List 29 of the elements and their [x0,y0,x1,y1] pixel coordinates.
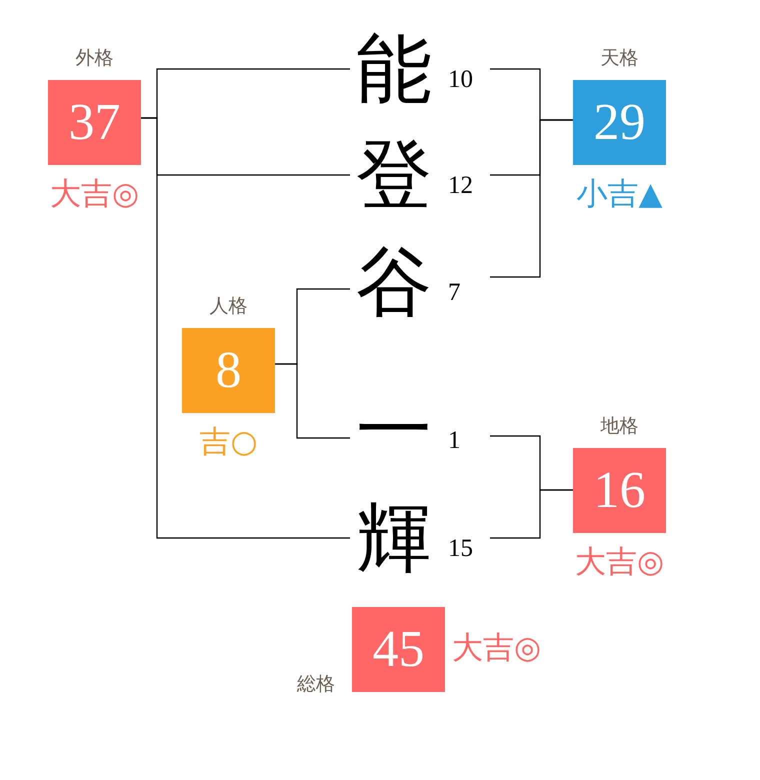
score-number: 16 [594,464,646,516]
score-number: 29 [594,96,646,148]
stroke-count: 7 [448,280,460,305]
connector-line [490,489,573,539]
connector-line [490,119,573,278]
stroke-count: 12 [448,173,473,198]
connector-line [275,363,350,439]
fortune-result: 大吉◎ [452,633,542,664]
category-label: 外格 [76,49,114,68]
score-number: 8 [216,344,242,396]
name-character: 能 [356,29,432,109]
fortune-result: 吉○ [199,427,258,458]
name-character: 輝 [356,498,432,578]
score-number: 37 [68,96,120,148]
name-character: 一 [356,390,432,470]
category-label: 天格 [600,49,638,68]
stroke-count: 15 [448,536,473,561]
category-label: 人格 [210,297,248,316]
stroke-count: 1 [448,428,460,453]
name-character: 谷 [356,242,432,322]
fortune-result: 大吉◎ [574,547,664,578]
fortune-result: 小吉▲ [576,179,662,210]
fortune-result: 大吉◎ [50,179,140,210]
stroke-count: 10 [448,67,473,92]
name-character: 登 [356,135,432,215]
category-label: 総格 [297,675,335,694]
connector-line [141,117,350,539]
score-number: 45 [372,624,424,676]
category-label: 地格 [600,417,638,436]
